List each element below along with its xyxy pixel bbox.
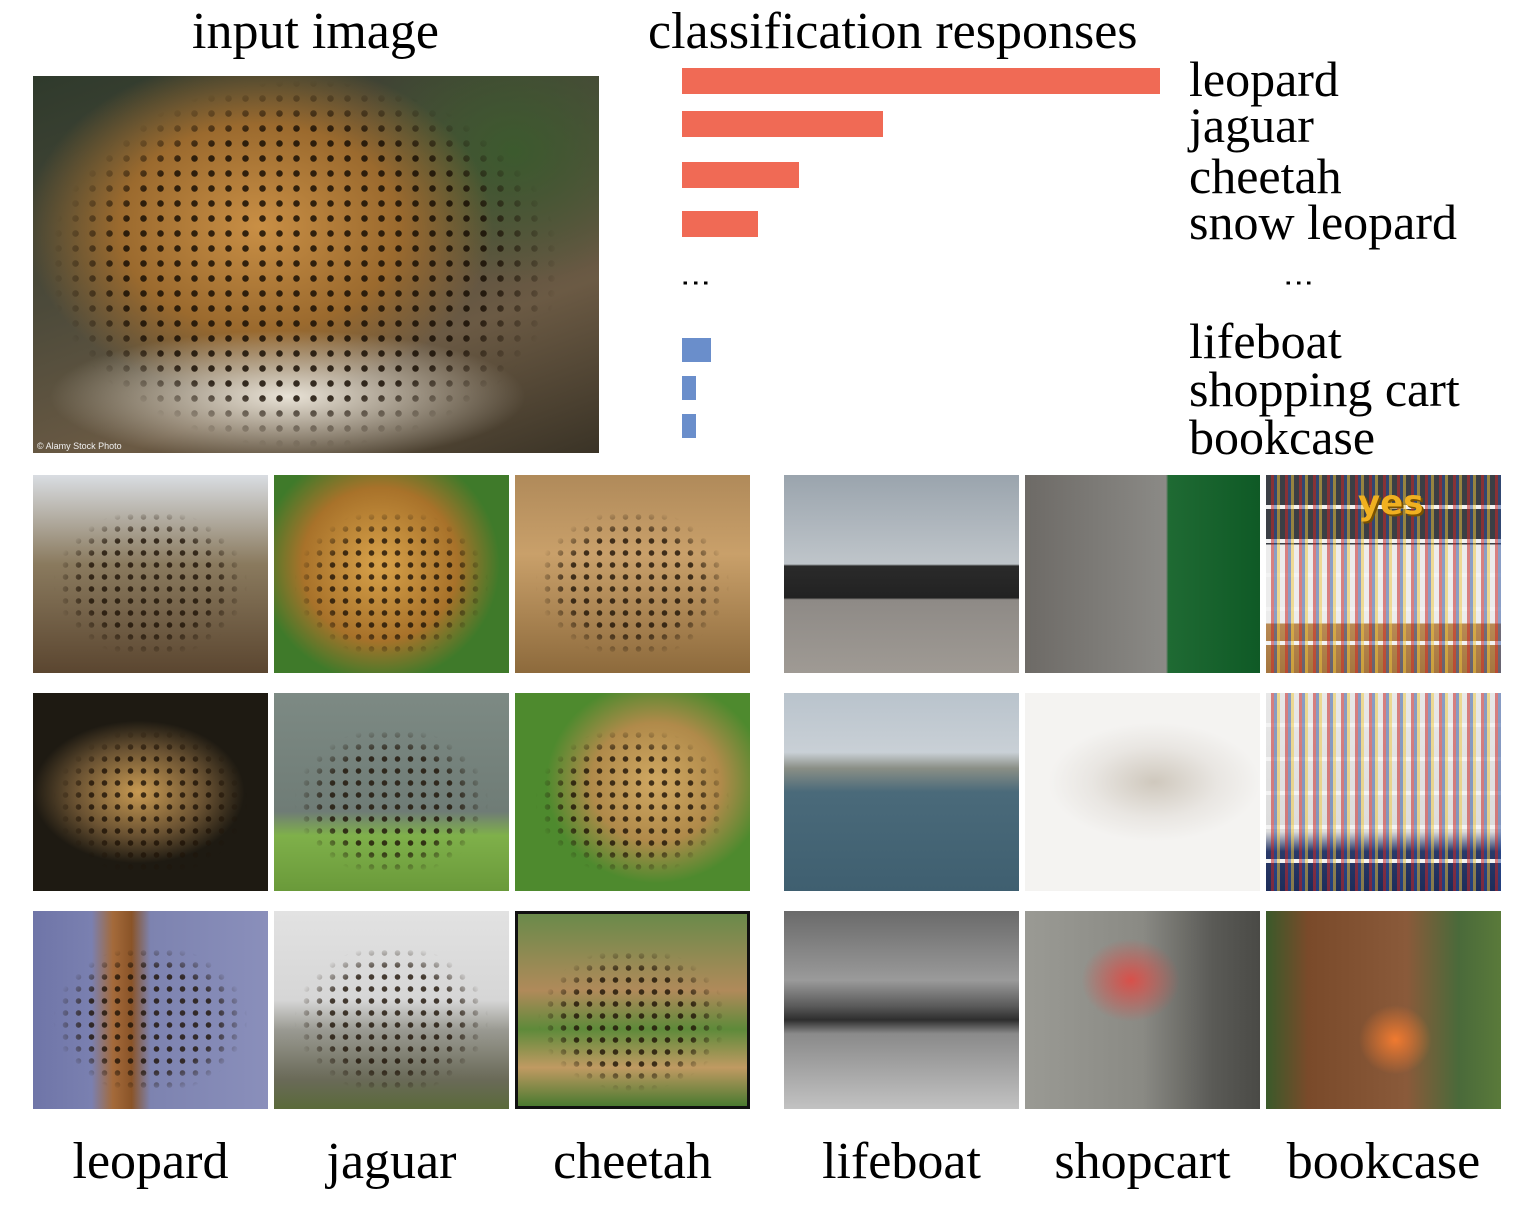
thumb-leopard-1 xyxy=(33,475,268,673)
response-bar-snow-leopard xyxy=(682,211,758,237)
response-bar-cheetah xyxy=(682,162,799,188)
column-label-lifeboat: lifeboat xyxy=(822,1133,981,1190)
column-label-jaguar: jaguar xyxy=(326,1133,457,1190)
class-label-snow-leopard: snow leopard xyxy=(1189,194,1457,250)
thumb-jaguar-3 xyxy=(274,911,509,1109)
input-image-heading: input image xyxy=(192,3,439,60)
column-label-leopard: leopard xyxy=(72,1133,229,1190)
class-label-leopard: leopard xyxy=(1189,51,1339,107)
labels-ellipsis: ⋮ xyxy=(1282,268,1315,298)
thumb-shopcart-1 xyxy=(1025,475,1260,673)
response-bar-leopard xyxy=(682,68,1160,94)
thumb-cheetah-2 xyxy=(515,693,750,891)
thumb-lifeboat-3 xyxy=(784,911,1019,1109)
thumb-lifeboat-1 xyxy=(784,475,1019,673)
thumb-shopcart-3 xyxy=(1025,911,1260,1109)
column-label-shopcart: shopcart xyxy=(1054,1133,1231,1190)
thumb-bookcase-2 xyxy=(1266,693,1501,891)
bars-ellipsis: ⋮ xyxy=(679,268,712,298)
response-bar-lifeboat xyxy=(682,338,711,362)
photo-credit: © Alamy Stock Photo xyxy=(37,441,122,451)
column-label-bookcase: bookcase xyxy=(1286,1133,1481,1190)
thumb-bookcase-3 xyxy=(1266,911,1501,1109)
response-bar-shopping-cart xyxy=(682,376,696,400)
thumb-bookcase-1: yes xyxy=(1266,475,1501,673)
thumb-leopard-3 xyxy=(33,911,268,1109)
response-bar-bookcase xyxy=(682,414,696,438)
thumb-leopard-2 xyxy=(33,693,268,891)
class-label-bookcase: bookcase xyxy=(1189,409,1376,465)
thumb-cheetah-3 xyxy=(515,911,750,1109)
input-leopard-photo: © Alamy Stock Photo xyxy=(33,76,599,453)
yes-sign-text: yes xyxy=(1358,483,1424,523)
class-label-jaguar: jaguar xyxy=(1189,97,1314,153)
column-label-cheetah: cheetah xyxy=(553,1133,712,1190)
thumb-jaguar-1 xyxy=(274,475,509,673)
thumb-jaguar-2 xyxy=(274,693,509,891)
classification-responses-heading: classification responses xyxy=(648,3,1138,60)
thumb-lifeboat-2 xyxy=(784,693,1019,891)
thumb-shopcart-2 xyxy=(1025,693,1260,891)
response-bar-jaguar xyxy=(682,111,883,137)
thumb-cheetah-1 xyxy=(515,475,750,673)
class-label-lifeboat: lifeboat xyxy=(1189,313,1342,369)
class-label-shopping-cart: shopping cart xyxy=(1189,361,1460,417)
class-label-cheetah: cheetah xyxy=(1189,148,1342,204)
